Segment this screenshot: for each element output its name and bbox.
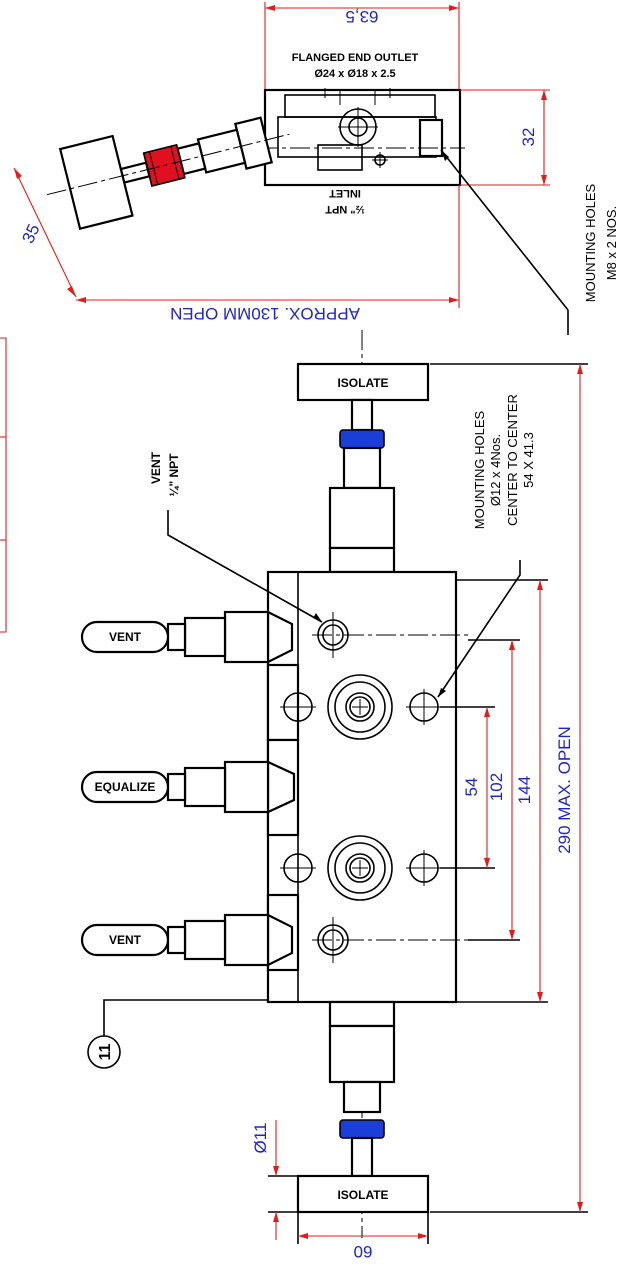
dim-54: 54	[440, 706, 495, 869]
vent-top-label: VENT	[109, 630, 142, 644]
dim-144-value: 144	[515, 776, 534, 804]
equalize-valve: EQUALIZE	[80, 760, 296, 814]
front-mounting-callout: MOUNTING HOLES Ø12 x 4Nos. CENTER TO CEN…	[437, 394, 536, 698]
vent-port-size: ¼" NPT	[167, 453, 181, 497]
process-port-bottom	[327, 835, 393, 901]
vent-bottom-label: VENT	[109, 933, 142, 947]
dim-54-value: 54	[462, 778, 481, 797]
balloon-number: 11	[97, 1043, 114, 1060]
vent-port-bottom	[312, 917, 470, 963]
equalize-label: EQUALIZE	[95, 780, 156, 794]
front-mounting-size: Ø12 x 4Nos.	[488, 434, 503, 506]
vent-valve-top: VENT	[80, 610, 294, 664]
top-mounting-leader: MOUNTING HOLES M8 x 2 NOS.	[440, 149, 619, 335]
outlet-title: FLANGED END OUTLET	[292, 52, 419, 64]
isolate-top-label: ISOLATE	[337, 376, 388, 390]
port-holes	[280, 612, 470, 963]
sheet-border-fragment	[0, 337, 7, 633]
outlet-size: Ø24 x Ø18 x 2.5	[314, 68, 395, 80]
center-value: 54 X 41.3	[521, 432, 536, 488]
width-dimension: 63,5	[264, 2, 460, 90]
inlet-handle	[46, 116, 290, 230]
item-balloon: 11	[87, 999, 268, 1069]
isolate-valve-bottom: ISOLATE	[296, 1000, 430, 1214]
isolate-bottom-label: ISOLATE	[337, 1188, 388, 1202]
isolate-valve-top: ISOLATE	[296, 362, 430, 574]
dim-11: Ø11	[251, 1120, 298, 1240]
dim-144: 144	[456, 579, 548, 1003]
manifold-body	[266, 570, 458, 1004]
dim-102: 102	[468, 639, 520, 941]
open-dimension: APPROX. 130MM OPEN	[76, 185, 460, 323]
height-dimension: 32	[460, 89, 550, 186]
top-mounting-size: M8 x 2 NOS.	[604, 206, 619, 280]
width-dim-value: 63,5	[345, 7, 378, 26]
top-view: 63,5 FLANGED END OUTLET Ø24 x Ø18 x 2.5 …	[13, 2, 619, 335]
dim-11-value: Ø11	[251, 1123, 270, 1154]
inlet-label: INLET	[329, 187, 361, 199]
vent-port-callout: VENT ¼" NPT	[149, 451, 323, 623]
vent-port-title: VENT	[149, 451, 163, 484]
vent-valve-bottom: VENT	[80, 913, 294, 967]
front-mounting-title: MOUNTING HOLES	[472, 410, 487, 529]
dim-60: 60	[297, 1212, 429, 1261]
vent-port-top	[312, 612, 470, 658]
dim-290: 290 MAX. OPEN	[430, 363, 588, 1213]
handle-dimension: 35	[13, 167, 77, 298]
inlet-size: ½" NPT	[325, 203, 365, 215]
process-port-top	[327, 674, 393, 740]
handle-dim-value: 35	[18, 221, 43, 246]
dim-102-value: 102	[487, 773, 506, 801]
height-dim-value: 32	[519, 128, 538, 147]
front-view: ISOLATE	[80, 330, 588, 1261]
top-body	[258, 88, 465, 187]
center-title: CENTER TO CENTER	[505, 394, 520, 526]
dim-60-value: 60	[354, 1242, 373, 1261]
top-mounting-title: MOUNTING HOLES	[583, 183, 598, 302]
mounting-holes	[280, 689, 442, 886]
dim-290-value: 290 MAX. OPEN	[555, 726, 574, 854]
open-dim-value: APPROX. 130MM OPEN	[170, 304, 360, 323]
